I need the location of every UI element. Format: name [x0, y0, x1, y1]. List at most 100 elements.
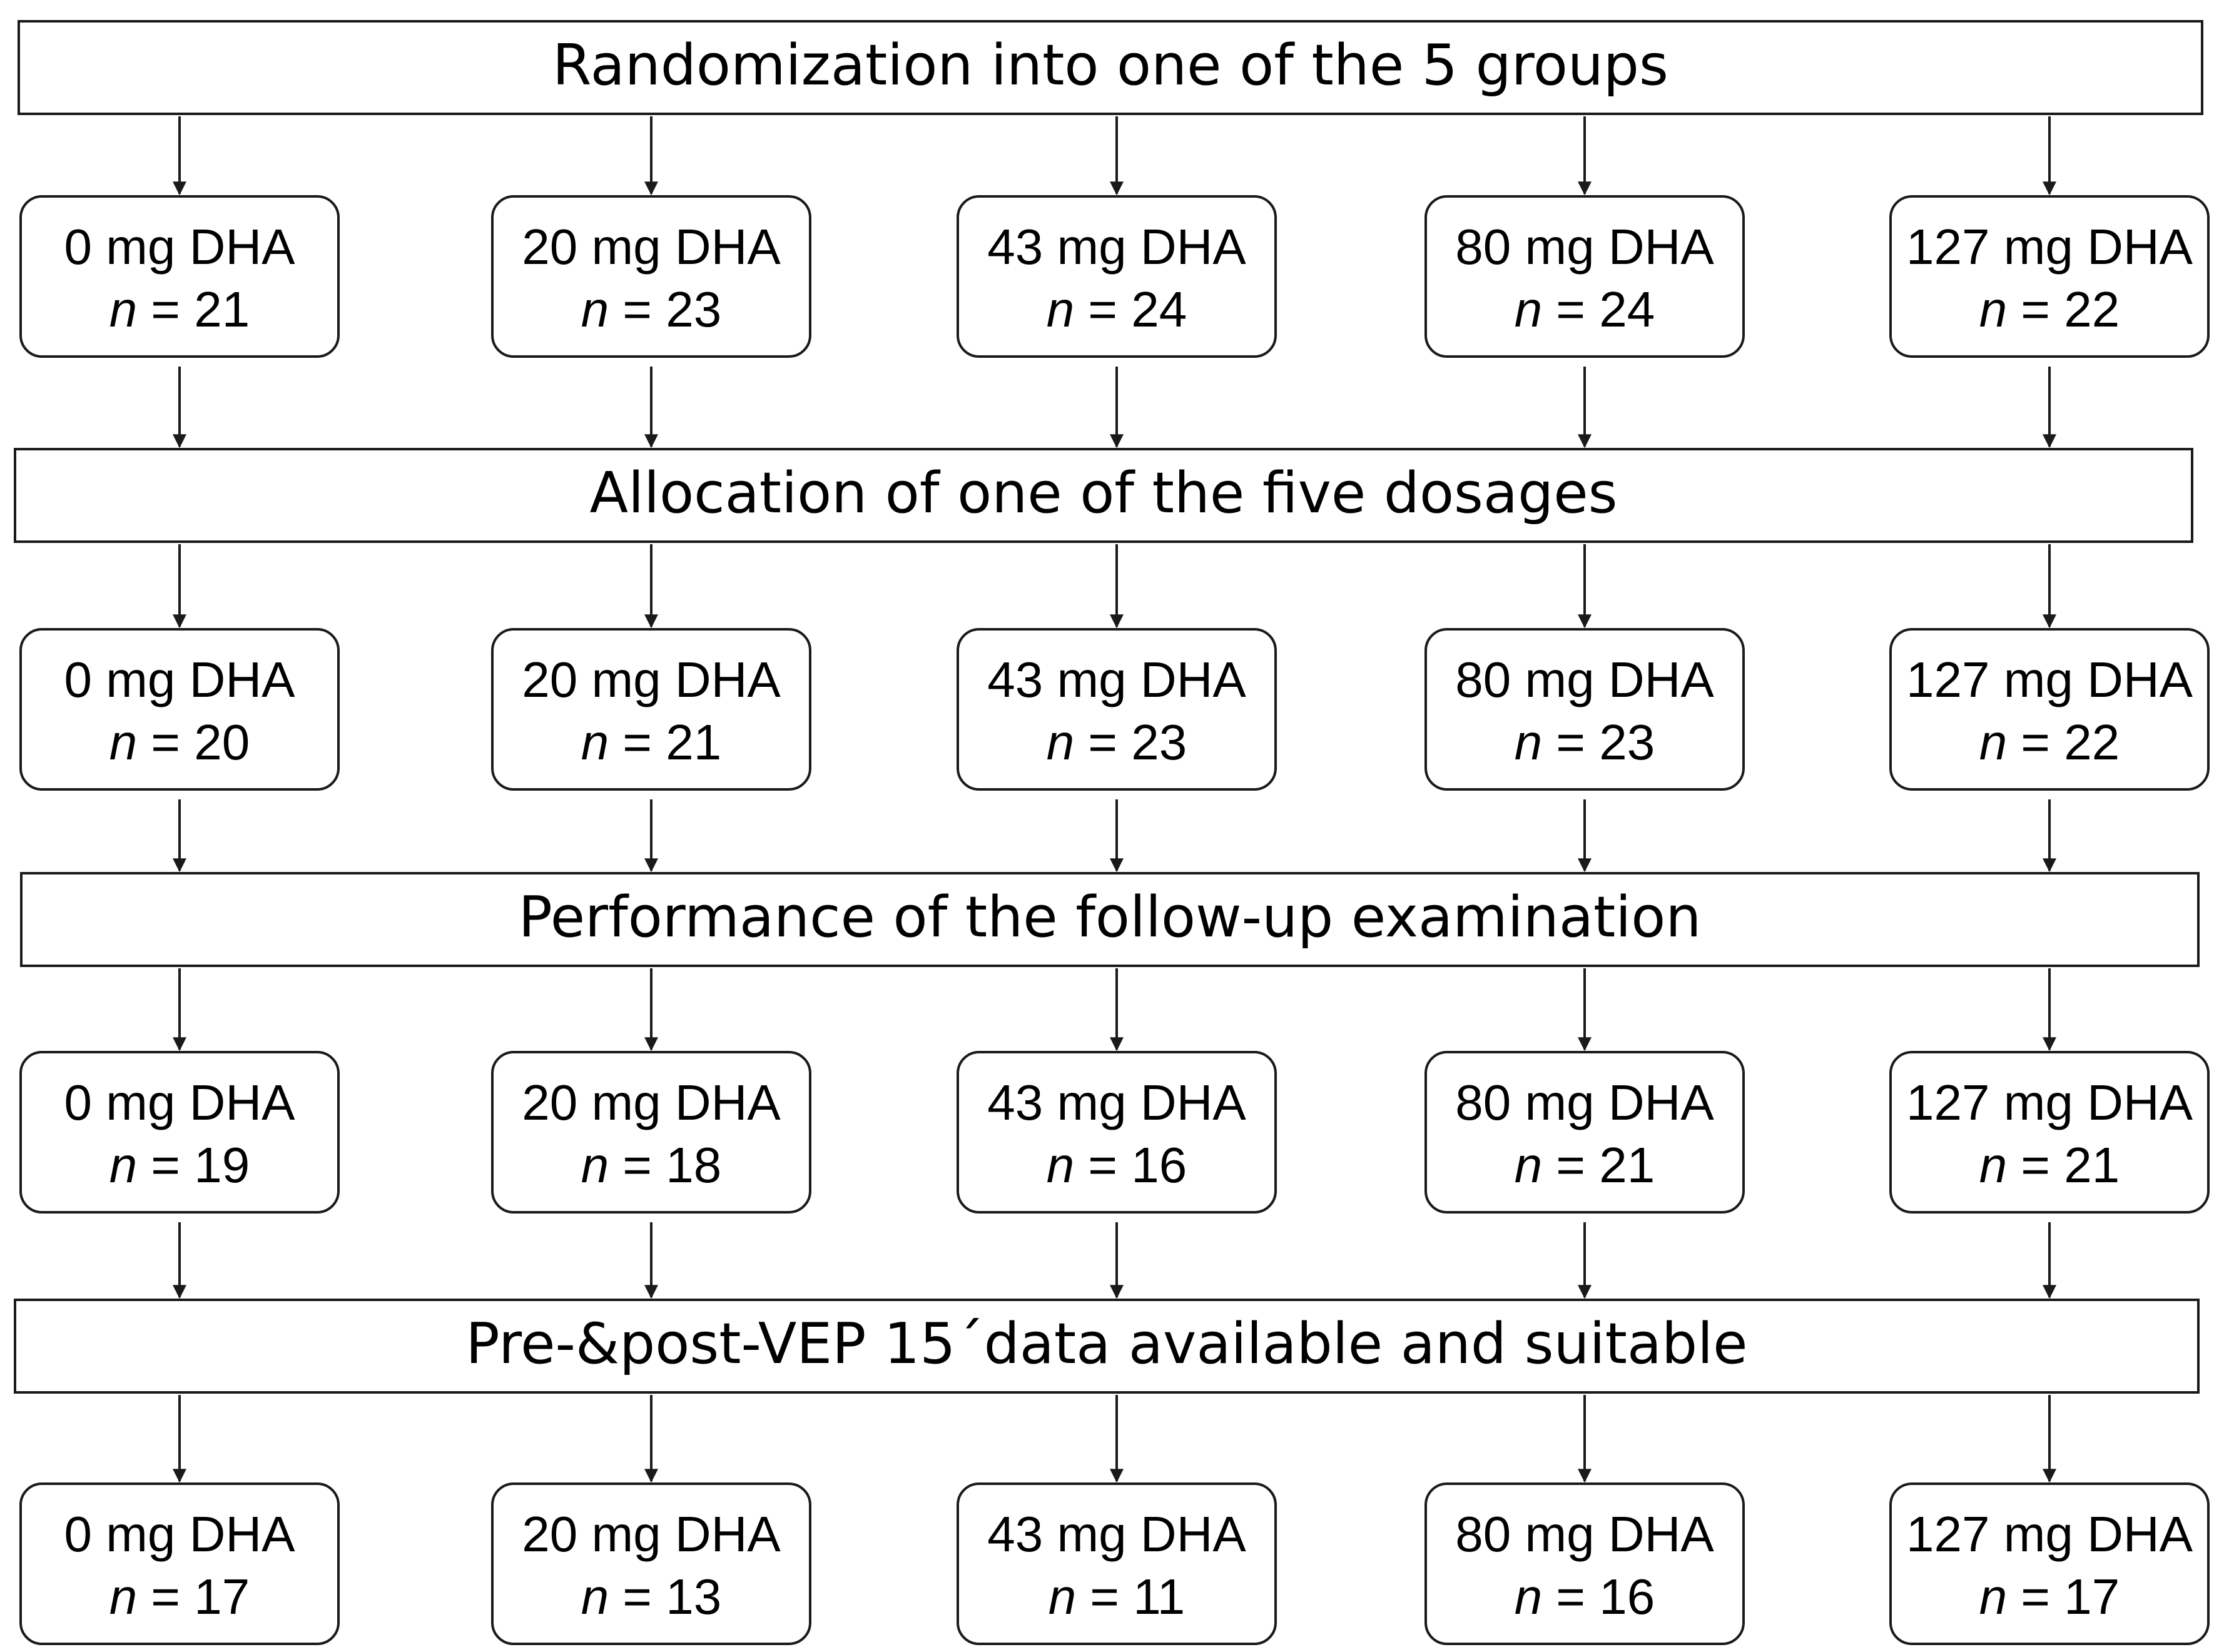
sample-size-symbol: n	[581, 714, 609, 770]
sample-size-value: = 21	[1556, 1137, 1655, 1193]
sample-size-symbol: n	[1979, 281, 2008, 337]
sample-size-symbol: n	[109, 714, 138, 770]
sample-size-value: = 22	[2021, 714, 2120, 770]
group-box: 0 mg DHA n= 21	[19, 195, 340, 358]
dose-label: 127 mg DHA	[1906, 1075, 2193, 1130]
dose-label: 0 mg DHA	[64, 1075, 296, 1130]
dose-label: 0 mg DHA	[64, 219, 296, 275]
sample-size: n= 23	[1515, 714, 1655, 770]
sample-size: n= 17	[1979, 1569, 2120, 1624]
stage-box-frame	[14, 448, 2193, 543]
sample-size-symbol: n	[1047, 281, 1075, 337]
sample-size-value: = 19	[151, 1137, 250, 1193]
sample-size: n= 17	[109, 1569, 250, 1624]
sample-size: n= 16	[1047, 1137, 1187, 1193]
stage-box-1: Randomization into one of the 5 groups	[18, 20, 2203, 115]
dose-label: 43 mg DHA	[987, 1506, 1246, 1562]
dose-label: 43 mg DHA	[987, 652, 1246, 707]
group-box-frame	[491, 628, 811, 791]
sample-size: n= 21	[581, 714, 721, 770]
sample-size-value: = 21	[2021, 1137, 2120, 1193]
group-box-frame	[19, 1051, 340, 1214]
stage-box-2: Allocation of one of the five dosages	[14, 448, 2193, 543]
group-box-frame	[1424, 1482, 1745, 1645]
group-box-frame	[19, 628, 340, 791]
sample-size: n= 13	[581, 1569, 721, 1624]
group-box: 127 mg DHA n= 21	[1889, 1051, 2210, 1214]
sample-size-symbol: n	[1047, 714, 1075, 770]
sample-size: n= 23	[1047, 714, 1187, 770]
sample-size-symbol: n	[1515, 714, 1543, 770]
sample-size-value: = 20	[151, 714, 250, 770]
connectors-layer	[173, 116, 2056, 1483]
stage-label: Allocation of one of the five dosages	[590, 460, 1618, 526]
group-box: 20 mg DHA n= 21	[491, 628, 811, 791]
dose-label: 127 mg DHA	[1906, 219, 2193, 275]
group-box-frame	[1424, 628, 1745, 791]
sample-size-value: = 23	[1088, 714, 1187, 770]
sample-size-symbol: n	[109, 1569, 138, 1624]
sample-size-symbol: n	[1515, 1137, 1543, 1193]
sample-size: n= 19	[109, 1137, 250, 1193]
group-box-frame	[1889, 628, 2210, 791]
dose-label: 127 mg DHA	[1906, 652, 2193, 707]
sample-size-value: = 17	[2021, 1569, 2120, 1624]
sample-size: n= 24	[1047, 281, 1187, 337]
stage-box-3: Performance of the follow-up examination	[20, 872, 2200, 967]
group-box-frame	[1424, 1051, 1745, 1214]
group-box-frame	[491, 1482, 811, 1645]
sample-size-symbol: n	[109, 1137, 138, 1193]
sample-size: n= 22	[1979, 281, 2120, 337]
dose-label: 0 mg DHA	[64, 652, 296, 707]
dose-label: 20 mg DHA	[522, 1506, 781, 1562]
group-box-frame	[1889, 1051, 2210, 1214]
sample-size-value: = 13	[622, 1569, 721, 1624]
dose-label: 80 mg DHA	[1455, 652, 1714, 707]
sample-size-value: = 21	[151, 281, 250, 337]
sample-size-symbol: n	[109, 281, 138, 337]
sample-size-symbol: n	[1047, 1137, 1075, 1193]
sample-size: n= 21	[1515, 1137, 1655, 1193]
stage-box-frame	[18, 20, 2203, 115]
sample-size: n= 18	[581, 1137, 721, 1193]
group-box-frame	[19, 1482, 340, 1645]
sample-size-symbol: n	[1979, 1137, 2008, 1193]
stages-layer: Randomization into one of the 5 groupsAl…	[14, 20, 2203, 1394]
group-box-frame	[1889, 1482, 2210, 1645]
sample-size-value: = 24	[1088, 281, 1187, 337]
dose-label: 43 mg DHA	[987, 219, 1246, 275]
sample-size-symbol: n	[581, 1137, 609, 1193]
group-box: 0 mg DHA n= 20	[19, 628, 340, 791]
sample-size-value: = 16	[1556, 1569, 1655, 1624]
group-box: 43 mg DHA n= 24	[957, 195, 1277, 358]
sample-size-symbol: n	[581, 281, 609, 337]
group-box: 127 mg DHA n= 17	[1889, 1482, 2210, 1645]
dose-label: 20 mg DHA	[522, 219, 781, 275]
dose-label: 20 mg DHA	[522, 652, 781, 707]
sample-size: n= 24	[1515, 281, 1655, 337]
group-box-frame	[957, 628, 1277, 791]
dose-label: 80 mg DHA	[1455, 1506, 1714, 1562]
dose-label: 0 mg DHA	[64, 1506, 296, 1562]
sample-size-symbol: n	[1049, 1569, 1077, 1624]
group-box: 43 mg DHA n= 23	[957, 628, 1277, 791]
dose-label: 127 mg DHA	[1906, 1506, 2193, 1562]
group-box-frame	[957, 1482, 1277, 1645]
dose-label: 43 mg DHA	[987, 1075, 1246, 1130]
group-box-frame	[1889, 195, 2210, 358]
group-box-frame	[957, 195, 1277, 358]
group-box-frame	[957, 1051, 1277, 1214]
sample-size: n= 21	[1979, 1137, 2120, 1193]
group-box: 0 mg DHA n= 17	[19, 1482, 340, 1645]
stage-box-frame	[14, 1299, 2200, 1394]
group-box: 127 mg DHA n= 22	[1889, 195, 2210, 358]
